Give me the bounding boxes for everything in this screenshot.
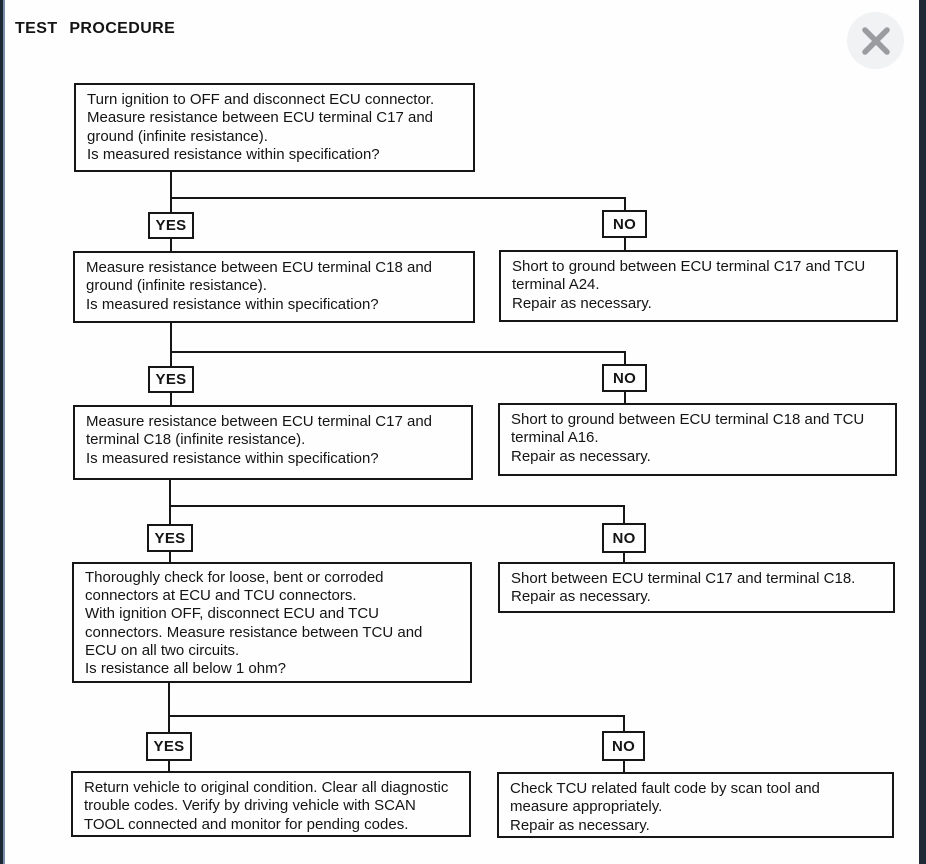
no-label-4: NO — [602, 731, 645, 761]
no-action-box-3: Short between ECU terminal C17 and termi… — [498, 562, 895, 613]
step-box-5: Return vehicle to original condition. Cl… — [71, 771, 471, 837]
no-label-2: NO — [602, 364, 647, 392]
no-action-box-1: Short to ground between ECU terminal C17… — [499, 250, 898, 322]
no-action-box-2: Short to ground between ECU terminal C18… — [498, 403, 897, 476]
close-icon — [861, 26, 890, 55]
yes-label-1: YES — [148, 212, 194, 239]
step-box-2: Measure resistance between ECU terminal … — [73, 251, 475, 323]
no-label-1: NO — [602, 210, 647, 238]
step-box-4: Thoroughly check for loose, bent or corr… — [72, 562, 472, 683]
yes-label-4: YES — [146, 732, 192, 761]
left-edge-strip — [0, 0, 5, 864]
step-box-3: Measure resistance between ECU terminal … — [73, 405, 473, 480]
right-edge-strip — [919, 0, 926, 864]
page-title: TEST PROCEDURE — [15, 20, 176, 37]
step-box-1: Turn ignition to OFF and disconnect ECU … — [74, 83, 475, 172]
no-label-3: NO — [602, 523, 646, 553]
no-action-box-4: Check TCU related fault code by scan too… — [497, 772, 894, 838]
close-button[interactable] — [847, 12, 904, 69]
yes-label-2: YES — [148, 366, 194, 393]
yes-label-3: YES — [147, 524, 193, 552]
